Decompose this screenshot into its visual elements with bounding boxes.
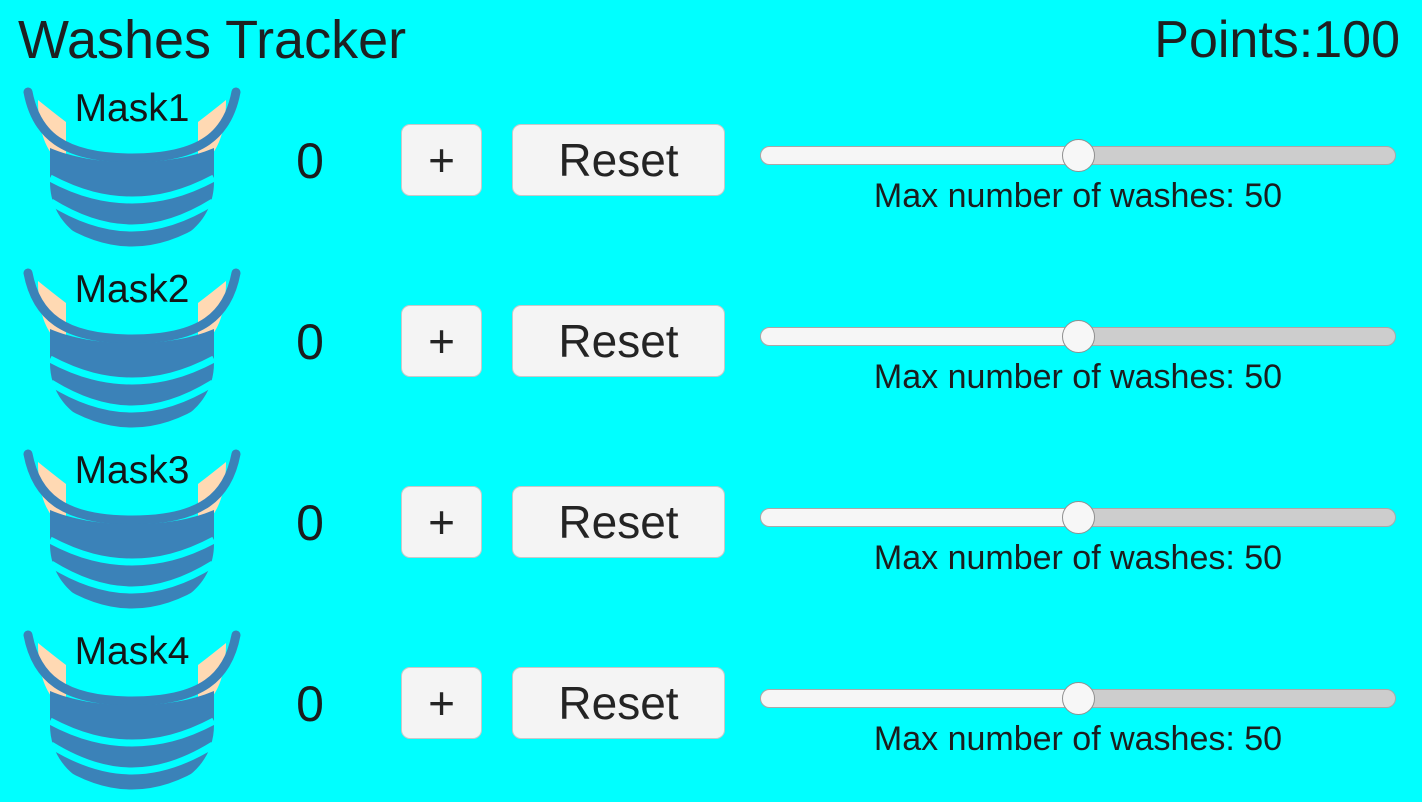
max-washes-label: Max number of washes: 50 [873, 177, 1283, 215]
mask-icon: Mask2 [14, 263, 250, 438]
page-title: Washes Tracker [18, 10, 407, 70]
increment-button[interactable]: + [401, 124, 482, 196]
max-washes-slider-area: Max number of washes: 50 [760, 440, 1397, 621]
points-display: Points:100 [1154, 11, 1400, 69]
reset-button[interactable]: Reset [512, 486, 725, 558]
max-washes-slider-area: Max number of washes: 50 [760, 78, 1397, 259]
app-header: Washes Tracker Points:100 [0, 0, 1422, 78]
mask-icon: Mask4 [14, 625, 250, 800]
slider-fill [760, 689, 1078, 708]
slider-fill [760, 508, 1078, 527]
max-washes-slider-area: Max number of washes: 50 [760, 259, 1397, 440]
mask-row: Mask4 0 + Reset Max number of washes: 50 [0, 621, 1422, 802]
max-washes-slider-area: Max number of washes: 50 [760, 621, 1397, 802]
wash-count: 0 [296, 133, 324, 189]
increment-button[interactable]: + [401, 667, 482, 739]
mask-row: Mask3 0 + Reset Max number of washes: 50 [0, 440, 1422, 621]
mask-icon: Mask3 [14, 444, 250, 619]
mask-row-list: Mask1 0 + Reset Max number of washes: 50 [0, 78, 1422, 802]
max-washes-slider[interactable] [760, 501, 1396, 534]
mask-icon: Mask1 [14, 82, 250, 257]
max-washes-label: Max number of washes: 50 [873, 539, 1283, 577]
mask-row: Mask2 0 + Reset Max number of washes: 50 [0, 259, 1422, 440]
max-washes-slider[interactable] [760, 320, 1396, 353]
slider-thumb[interactable] [1062, 320, 1095, 353]
slider-fill [760, 327, 1078, 346]
slider-fill [760, 146, 1078, 165]
max-washes-slider[interactable] [760, 682, 1396, 715]
slider-thumb[interactable] [1062, 139, 1095, 172]
reset-button[interactable]: Reset [512, 124, 725, 196]
max-washes-label: Max number of washes: 50 [873, 358, 1283, 396]
slider-thumb[interactable] [1062, 501, 1095, 534]
max-washes-slider[interactable] [760, 139, 1396, 172]
mask-row: Mask1 0 + Reset Max number of washes: 50 [0, 78, 1422, 259]
slider-thumb[interactable] [1062, 682, 1095, 715]
reset-button[interactable]: Reset [512, 667, 725, 739]
reset-button[interactable]: Reset [512, 305, 725, 377]
increment-button[interactable]: + [401, 486, 482, 558]
max-washes-label: Max number of washes: 50 [873, 720, 1283, 758]
wash-count: 0 [296, 495, 324, 551]
wash-count: 0 [296, 314, 324, 370]
increment-button[interactable]: + [401, 305, 482, 377]
wash-count: 0 [296, 676, 324, 732]
